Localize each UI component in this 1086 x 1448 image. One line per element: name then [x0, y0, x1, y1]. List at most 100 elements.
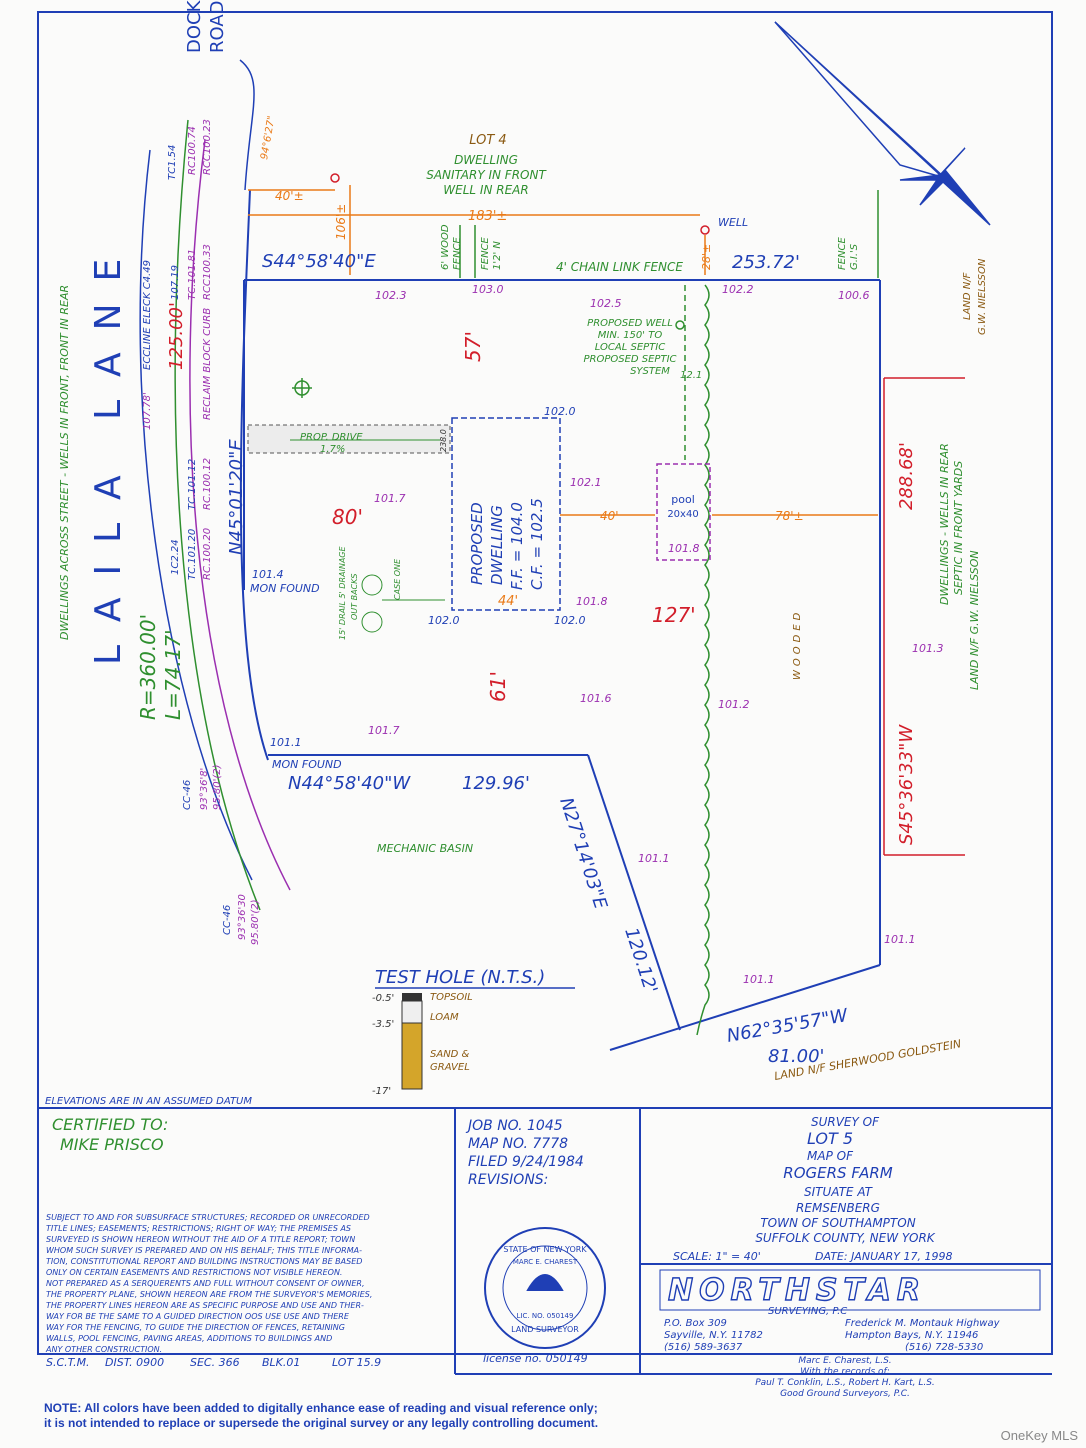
note-1: it is not intended to replace or superse…	[44, 1416, 598, 1430]
dim-78: 78'±	[775, 509, 804, 523]
elev-1023: 102.3	[375, 289, 407, 302]
test-hole-title: TEST HOLE (N.T.S.)	[375, 967, 545, 988]
dimension-ticks	[883, 377, 965, 856]
map-no: MAP NO. 7778	[468, 1136, 568, 1152]
survey-1: LOT 5	[807, 1129, 853, 1148]
bearing-east: S45°36'33"W	[896, 724, 917, 845]
disc-5: ONLY ON CERTAIN EASEMENTS AND RESTRICTIO…	[46, 1268, 342, 1277]
test-d1: -0.5'	[372, 993, 394, 1004]
curb-text: RECLAIM BLOCK CURB	[202, 308, 213, 420]
date: DATE: JANUARY 17, 1998	[815, 1250, 952, 1263]
fence-wood-2: FENCE	[452, 236, 463, 270]
note-0: NOTE: All colors have been added to digi…	[44, 1401, 598, 1415]
dock-road-2: ROAD	[207, 0, 228, 53]
addr-l2: (516) 589-3637	[664, 1342, 743, 1353]
elev-1011d: 101.1	[743, 973, 775, 986]
rcc2: RCC100.33	[202, 244, 213, 300]
elev-1006: 100.6	[838, 289, 870, 302]
sctm-4: LOT 15.9	[332, 1356, 381, 1369]
dim-80: 80'	[332, 505, 363, 529]
rc3: RC.100.12	[202, 458, 213, 510]
cc46a: CC-46	[182, 780, 193, 810]
dwelling-4: C.F. = 102.5	[528, 498, 546, 590]
rc1: RC100.74	[187, 126, 198, 175]
pool	[656, 463, 711, 561]
dwelling-2: DWELLING	[488, 505, 506, 585]
survey-4: SITUATE AT	[804, 1185, 874, 1199]
surveyor-seal-icon	[484, 1227, 606, 1349]
company-banner	[659, 1269, 1041, 1311]
drainage-icon	[361, 574, 445, 633]
chain-fence: 4' CHAIN LINK FENCE	[556, 260, 683, 274]
elev-1018b: 101.8	[576, 595, 608, 608]
datum-note: ELEVATIONS ARE IN AN ASSUMED DATUM	[45, 1096, 252, 1107]
elev-1016: 101.6	[580, 692, 612, 705]
elev-a: 107.78'	[142, 392, 153, 430]
bearing-west-len: 125.00'	[166, 302, 187, 370]
well-label: WELL	[718, 216, 748, 229]
elev-1011c: 101.1	[884, 933, 916, 946]
prop-drive: PROP. DRIVE	[300, 432, 363, 443]
survey-6: TOWN OF SOUTHAMPTON	[760, 1216, 915, 1230]
right-note-2: SEPTIC IN FRONT YARDS	[952, 461, 965, 595]
dim-44: 44'	[498, 594, 518, 609]
elev-1020a: 102.0	[544, 405, 576, 418]
dim-106: 106'±	[334, 204, 348, 240]
addr-l1: Sayville, N.Y. 11782	[664, 1330, 763, 1341]
land-nielsson-2: LAND N/F G.W. NIELSSON	[968, 550, 981, 690]
cc46a-v2: 95.80'(2)	[212, 764, 223, 810]
addr-r1: Hampton Bays, N.Y. 11946	[845, 1330, 978, 1341]
north-arrow-icon	[774, 21, 991, 226]
elev-1012: 101.2	[718, 698, 750, 711]
surveyor: Marc E. Charest, L.S.	[798, 1356, 891, 1366]
disc-6: NOT PREPARED AS A SERQUERENTS AND FULL W…	[46, 1279, 365, 1288]
seal-bottom: LAND SURVEYOR	[511, 1325, 579, 1334]
dock-road-1: DOCK	[184, 0, 205, 53]
dim-28: 28'±	[700, 244, 713, 270]
certified-to: CERTIFIED TO:	[52, 1115, 168, 1134]
drive-grade: 1.7%	[320, 444, 345, 455]
lot4-l2: SANITARY IN FRONT	[426, 168, 547, 182]
fence-gis-1: FENCE	[837, 236, 848, 270]
drain-note-1: 15' DRAIL 5' DRAINAGE	[338, 545, 347, 640]
tc2b: TC.101.81	[187, 249, 198, 300]
wells-note: DWELLINGS ACROSS STREET - WELLS IN FRONT…	[58, 285, 71, 640]
pool-label: pool	[671, 493, 695, 506]
bearing-top: 94°6'27"	[259, 115, 278, 160]
elev-1021: 102.1	[570, 476, 602, 489]
orange-dimensions	[248, 185, 878, 516]
land-nielsson-1a: LAND N/F	[962, 272, 973, 320]
tree-line	[696, 284, 710, 1036]
bearing-north: S44°58'40"E	[262, 251, 376, 272]
tc2: 107.19	[170, 265, 181, 300]
mechanic-basin: MECHANIC BASIN	[377, 842, 473, 855]
road-lines	[139, 59, 291, 911]
lot4-title: LOT 4	[469, 133, 506, 148]
drain-note-2: OUT BACKS	[350, 574, 359, 620]
disc-10: WAY FOR THE FENCING, TO GUIDE THE DIRECT…	[46, 1323, 345, 1332]
prop-well-1: PROPOSED WELL	[587, 318, 673, 329]
elev-1020c: 102.0	[554, 614, 586, 627]
sctm-2: SEC. 366	[190, 1356, 240, 1369]
disc-11: WALLS, POOL FENCING, PAVING AREAS, ADDIT…	[46, 1334, 332, 1343]
seal-name: MARC E. CHAREST	[513, 1258, 578, 1266]
bearing-west: N45°01'20"E	[226, 439, 247, 555]
topsoil: TOPSOIL	[430, 992, 473, 1003]
scale: SCALE: 1" = 40'	[673, 1250, 761, 1263]
cc46b: CC-46	[222, 905, 233, 935]
cc46a-v1: 93°36'8'	[199, 768, 210, 810]
dim-12: 12.1	[680, 370, 702, 381]
bearing-east-len: 288.68'	[896, 442, 917, 510]
dwelling-3: F.F. = 104.0	[508, 502, 526, 590]
bearing-diag: N27°14'03"E	[555, 795, 611, 912]
disc-7: THE PROPERTY PLANE, SHOWN HEREON ARE FRO…	[46, 1290, 372, 1299]
property-boundary	[243, 279, 881, 1051]
elev-1017b: 101.7	[368, 724, 400, 737]
rc4: TC.101.20	[187, 529, 198, 580]
bearing-south: N62°35'57"W	[725, 1005, 850, 1047]
proposed-drive	[247, 424, 451, 454]
disc-2: SURVEYED IS SHOWN HEREON WITHOUT THE AID…	[46, 1235, 355, 1244]
right-note-1: DWELLINGS - WELLS IN REAR	[938, 443, 951, 605]
test-d2: -3.5'	[372, 1019, 394, 1030]
fence-wood-1: 6' WOOD	[440, 224, 451, 270]
